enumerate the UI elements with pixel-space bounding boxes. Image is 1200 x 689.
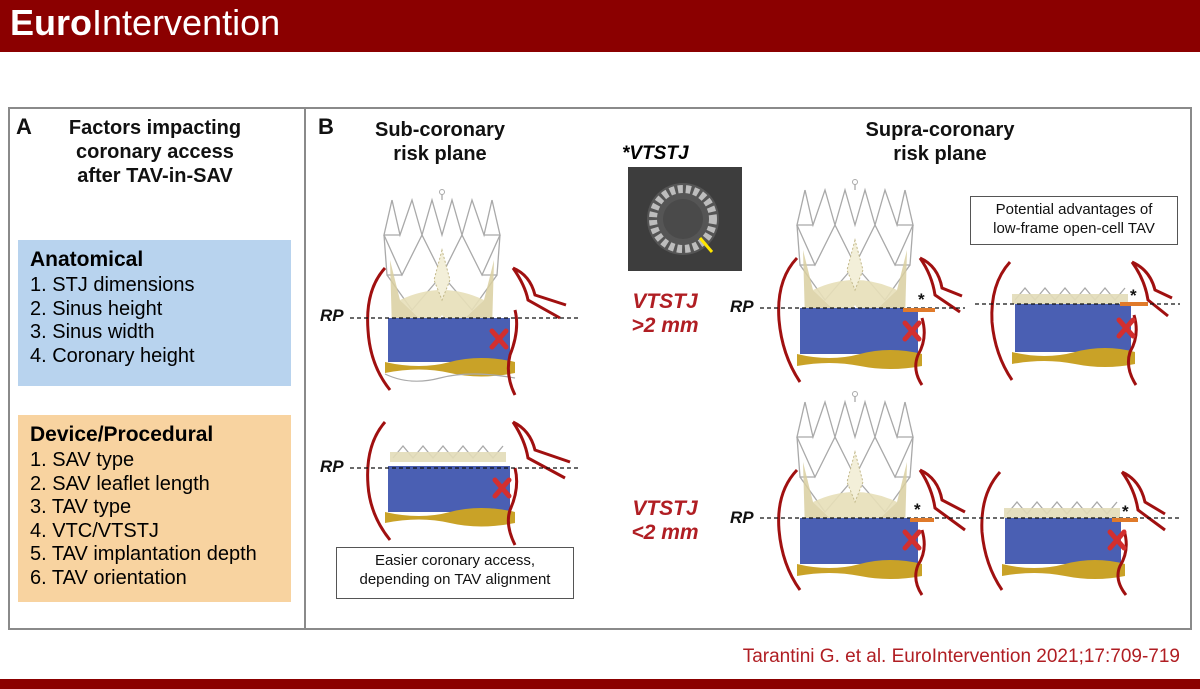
- star-marker: *: [918, 290, 925, 309]
- sub-coronary-title: Sub-coronary risk plane: [355, 118, 525, 166]
- anatomical-item: 4. Coronary height: [30, 344, 195, 367]
- panel-a-title-line: Factors impacting: [68, 117, 242, 139]
- supra-coronary-title: Supra-coronary risk plane: [850, 118, 1030, 166]
- sub-coronary-title-line: risk plane: [393, 143, 487, 165]
- supra-coronary-top-tall-illustration: [760, 178, 965, 386]
- vtstj-greater-line: VTSTJ: [632, 290, 698, 313]
- advantages-note-line: low-frame open-cell TAV: [993, 220, 1155, 237]
- easier-access-note-line: Easier coronary access,: [374, 552, 536, 569]
- brand-bold: Euro: [10, 2, 93, 43]
- rp-label: RP: [730, 508, 754, 527]
- supra-coronary-title-line: risk plane: [893, 143, 987, 165]
- device-procedural-box: Device/Procedural 1. SAV type 2. SAV lea…: [18, 415, 291, 602]
- star-marker: *: [914, 500, 921, 519]
- vtstj-less-label: VTSTJ <2 mm: [620, 497, 710, 545]
- anatomical-heading: Anatomical: [30, 248, 144, 271]
- ct-image-label: *VTSTJ: [622, 143, 689, 164]
- star-marker: *: [1130, 286, 1137, 305]
- sub-coronary-title-line: Sub-coronary: [374, 119, 506, 141]
- easier-access-note-line: depending on TAV alignment: [359, 571, 551, 588]
- panel-a-title: Factors impacting coronary access after …: [50, 116, 260, 188]
- panel-a-frame: [8, 107, 306, 630]
- advantages-note: Potential advantages of low-frame open-c…: [970, 196, 1178, 245]
- supra-coronary-title-line: Supra-coronary: [865, 119, 1015, 141]
- device-heading: Device/Procedural: [30, 423, 214, 446]
- header-bar: EuroIntervention: [0, 0, 1200, 52]
- rp-label: RP: [320, 457, 344, 476]
- supra-coronary-bottom-low-illustration: [965, 470, 1180, 596]
- vtstj-greater-line: >2 mm: [631, 314, 699, 337]
- easier-access-note: Easier coronary access, depending on TAV…: [336, 547, 574, 599]
- star-marker: *: [1122, 502, 1129, 521]
- device-item: 5. TAV implantation depth: [30, 543, 257, 565]
- sub-coronary-bottom-illustration: [350, 420, 580, 546]
- device-item: 6. TAV orientation: [30, 566, 187, 589]
- supra-coronary-top-low-illustration: [975, 260, 1180, 386]
- anatomical-item: 1. STJ dimensions: [30, 274, 195, 296]
- panel-a-title-line: coronary access: [76, 141, 234, 163]
- anatomical-box: Anatomical 1. STJ dimensions 2. Sinus he…: [18, 240, 291, 386]
- supra-coronary-bottom-tall-illustration: [760, 390, 966, 596]
- panel-a-title-line: after TAV-in-SAV: [77, 165, 233, 187]
- panel-a-letter: A: [16, 114, 32, 139]
- vtstj-less-line: <2 mm: [631, 521, 699, 544]
- vtstj-less-line: VTSTJ: [632, 497, 698, 520]
- vtstj-greater-label: VTSTJ >2 mm: [620, 290, 710, 338]
- ct-image: [628, 167, 742, 271]
- citation: Tarantini G. et al. EuroIntervention 202…: [742, 646, 1180, 667]
- device-item: 1. SAV type: [30, 449, 135, 471]
- footer-bar: [0, 679, 1200, 689]
- device-item: 4. VTC/VTSTJ: [30, 519, 159, 542]
- brand-regular: Intervention: [92, 2, 281, 43]
- advantages-note-line: Potential advantages of: [995, 201, 1153, 218]
- rp-label: RP: [320, 306, 344, 325]
- rp-label: RP: [730, 297, 754, 316]
- sub-coronary-top-illustration: [350, 188, 580, 396]
- anatomical-item: 2. Sinus height: [30, 297, 163, 320]
- anatomical-item: 3. Sinus width: [30, 321, 155, 343]
- device-item: 2. SAV leaflet length: [30, 472, 210, 495]
- device-item: 3. TAV type: [30, 496, 132, 518]
- journal-logo: EuroIntervention: [10, 2, 280, 44]
- panel-b-letter: B: [318, 114, 334, 139]
